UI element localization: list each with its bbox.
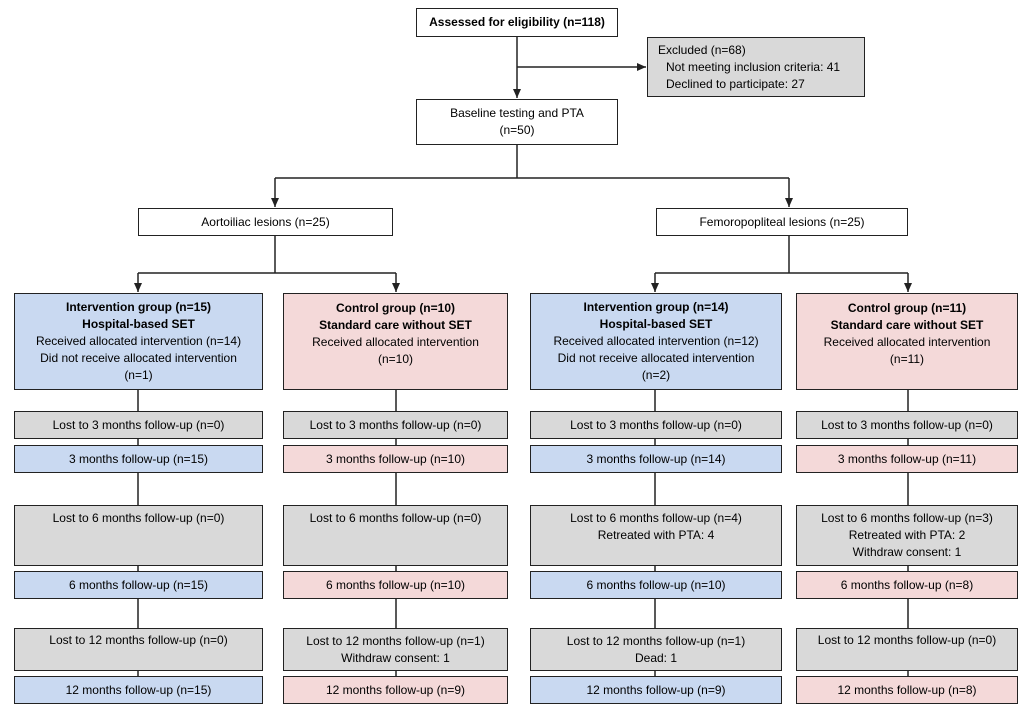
col4-lost12-box: Lost to 12 months follow-up (n=0): [796, 628, 1018, 671]
col4-group-subtitle: Standard care without SET: [830, 318, 984, 332]
col3-group-subtitle: Hospital-based SET: [599, 317, 713, 331]
col2-group-title: Control group (n=10): [336, 301, 455, 315]
col1-lost6-text: Lost to 6 months follow-up (n=0): [52, 511, 225, 525]
col2-fu3-text: 3 months follow-up (n=10): [325, 451, 466, 466]
col4-lost6-box: Lost to 6 months follow-up (n=3) Retreat…: [796, 505, 1018, 566]
col3-lost12-line2: Dead: 1: [634, 650, 678, 665]
col4-lost6-line2: Retreated with PTA: 2: [848, 528, 966, 542]
col1-lost3-box: Lost to 3 months follow-up (n=0): [14, 411, 263, 439]
baseline-line2: (n=50): [499, 123, 535, 137]
excluded-declined: Declined to participate: 27: [666, 76, 805, 91]
femoropopliteal-text: Femoropopliteal lesions (n=25): [699, 214, 865, 229]
col2-fu6-box: 6 months follow-up (n=10): [283, 571, 508, 599]
col1-fu12-text: 12 months follow-up (n=15): [65, 682, 212, 697]
col4-group-box: Control group (n=11) Standard care witho…: [796, 293, 1018, 390]
col4-group-title: Control group (n=11): [847, 301, 967, 315]
col2-group-box: Control group (n=10) Standard care witho…: [283, 293, 508, 390]
col3-group-line: (n=2): [641, 368, 671, 382]
col3-group-line: Did not receive allocated intervention: [557, 351, 755, 365]
col1-group-box: Intervention group (n=15) Hospital-based…: [14, 293, 263, 390]
col4-fu12-box: 12 months follow-up (n=8): [796, 676, 1018, 704]
excluded-not-meeting: Not meeting inclusion criteria: 41: [666, 59, 841, 74]
col2-group-subtitle: Standard care without SET: [319, 318, 472, 332]
aortoiliac-text: Aortoiliac lesions (n=25): [201, 214, 330, 229]
col3-lost12-line1: Lost to 12 months follow-up (n=1): [566, 633, 746, 648]
col4-fu3-box: 3 months follow-up (n=11): [796, 445, 1018, 473]
assessed-box: Assessed for eligibility (n=118): [416, 8, 618, 37]
col2-group-line: (n=10): [377, 352, 414, 366]
col4-lost6-line3: Withdraw consent: 1: [852, 545, 962, 559]
col3-group-title: Intervention group (n=14): [583, 300, 729, 314]
col1-group-title: Intervention group (n=15): [65, 300, 211, 314]
col4-lost12-text: Lost to 12 months follow-up (n=0): [817, 633, 997, 647]
col2-fu6-text: 6 months follow-up (n=10): [325, 577, 466, 592]
col1-group-subtitle: Hospital-based SET: [82, 317, 195, 331]
col4-fu6-text: 6 months follow-up (n=8): [840, 577, 974, 592]
col3-lost6-line1: Lost to 6 months follow-up (n=4): [570, 511, 742, 525]
col1-group-line: Did not receive allocated intervention: [40, 351, 237, 365]
col2-lost6-text: Lost to 6 months follow-up (n=0): [309, 511, 482, 525]
col1-lost12-box: Lost to 12 months follow-up (n=0): [14, 628, 263, 671]
col2-fu3-box: 3 months follow-up (n=10): [283, 445, 508, 473]
col1-fu3-text: 3 months follow-up (n=15): [68, 451, 209, 466]
col3-fu3-box: 3 months follow-up (n=14): [530, 445, 782, 473]
col2-fu12-text: 12 months follow-up (n=9): [325, 682, 466, 697]
col4-fu3-text: 3 months follow-up (n=11): [837, 451, 977, 466]
col1-lost3-text: Lost to 3 months follow-up (n=0): [52, 417, 225, 432]
col3-lost12-box: Lost to 12 months follow-up (n=1) Dead: …: [530, 628, 782, 671]
col1-fu3-box: 3 months follow-up (n=15): [14, 445, 263, 473]
col3-group-box: Intervention group (n=14) Hospital-based…: [530, 293, 782, 390]
col3-fu12-box: 12 months follow-up (n=9): [530, 676, 782, 704]
col4-fu6-box: 6 months follow-up (n=8): [796, 571, 1018, 599]
col3-fu12-text: 12 months follow-up (n=9): [586, 682, 726, 697]
aortoiliac-box: Aortoiliac lesions (n=25): [138, 208, 393, 236]
col3-lost6-line2: Retreated with PTA: 4: [597, 528, 715, 542]
col4-lost3-box: Lost to 3 months follow-up (n=0): [796, 411, 1018, 439]
col2-lost6-box: Lost to 6 months follow-up (n=0): [283, 505, 508, 566]
col2-lost12-line2: Withdraw consent: 1: [341, 650, 450, 665]
col1-lost12-text: Lost to 12 months follow-up (n=0): [49, 633, 228, 647]
assessed-text: Assessed for eligibility (n=118): [429, 15, 605, 29]
col2-lost3-box: Lost to 3 months follow-up (n=0): [283, 411, 508, 439]
col3-lost3-box: Lost to 3 months follow-up (n=0): [530, 411, 782, 439]
col3-lost6-box: Lost to 6 months follow-up (n=4) Retreat…: [530, 505, 782, 566]
col1-fu6-text: 6 months follow-up (n=15): [68, 577, 209, 592]
col1-group-line: Received allocated intervention (n=14): [35, 334, 242, 348]
col2-lost12-line1: Lost to 12 months follow-up (n=1): [306, 633, 485, 648]
col3-fu3-text: 3 months follow-up (n=14): [586, 451, 726, 466]
col2-fu12-box: 12 months follow-up (n=9): [283, 676, 508, 704]
col1-lost6-box: Lost to 6 months follow-up (n=0): [14, 505, 263, 566]
col3-fu6-text: 6 months follow-up (n=10): [586, 577, 726, 592]
excluded-box: Excluded (n=68) Not meeting inclusion cr…: [647, 37, 865, 97]
col4-group-line: Received allocated intervention: [823, 335, 991, 349]
col3-group-line: Received allocated intervention (n=12): [553, 334, 759, 348]
col1-fu12-box: 12 months follow-up (n=15): [14, 676, 263, 704]
col1-group-line: (n=1): [124, 368, 153, 382]
col4-group-line: (n=11): [889, 352, 925, 366]
col1-fu6-box: 6 months follow-up (n=15): [14, 571, 263, 599]
col2-lost12-box: Lost to 12 months follow-up (n=1) Withdr…: [283, 628, 508, 671]
col4-fu12-text: 12 months follow-up (n=8): [837, 682, 977, 697]
femoropopliteal-box: Femoropopliteal lesions (n=25): [656, 208, 908, 236]
col2-lost3-text: Lost to 3 months follow-up (n=0): [309, 417, 482, 432]
baseline-box: Baseline testing and PTA (n=50): [416, 99, 618, 145]
baseline-line1: Baseline testing and PTA: [450, 106, 584, 120]
col2-group-line: Received allocated intervention: [312, 335, 479, 349]
col4-lost6-line1: Lost to 6 months follow-up (n=3): [821, 511, 993, 525]
col4-lost3-text: Lost to 3 months follow-up (n=0): [821, 417, 993, 432]
col3-lost3-text: Lost to 3 months follow-up (n=0): [570, 417, 742, 432]
col3-fu6-box: 6 months follow-up (n=10): [530, 571, 782, 599]
excluded-title: Excluded (n=68): [658, 42, 746, 57]
